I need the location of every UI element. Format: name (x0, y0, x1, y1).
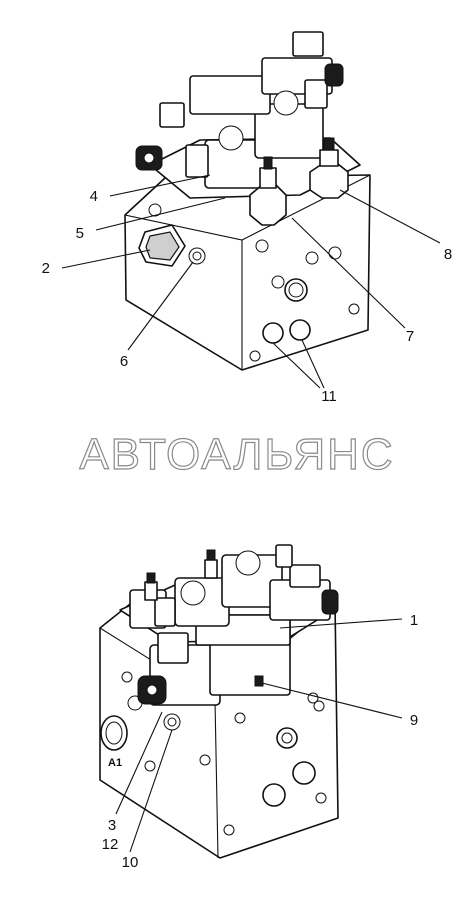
bottom-valve-block: A1 (99, 544, 339, 859)
callout-6: 6 (120, 353, 128, 370)
bottom-callouts: 1 9 3 12 10 (102, 612, 419, 871)
callout-1: 1 (410, 612, 418, 629)
callout-10: 10 (122, 854, 139, 871)
top-callouts: 4 5 2 6 8 7 11 (42, 188, 453, 405)
bottom-leader-lines (115, 618, 403, 853)
top-valve-block (124, 31, 371, 371)
watermark-text: АВТОАЛЬЯНС (79, 430, 394, 479)
callout-3: 3 (108, 817, 116, 834)
callout-4: 4 (90, 188, 98, 205)
port-marking-a1: A1 (108, 757, 122, 769)
callout-11: 11 (321, 388, 337, 405)
callout-9: 9 (410, 712, 418, 729)
callout-5: 5 (76, 225, 84, 242)
callout-2: 2 (42, 260, 50, 277)
callout-7: 7 (406, 328, 414, 345)
callout-8: 8 (444, 246, 452, 263)
top-leader-lines (61, 174, 441, 389)
callout-12: 12 (102, 836, 119, 853)
